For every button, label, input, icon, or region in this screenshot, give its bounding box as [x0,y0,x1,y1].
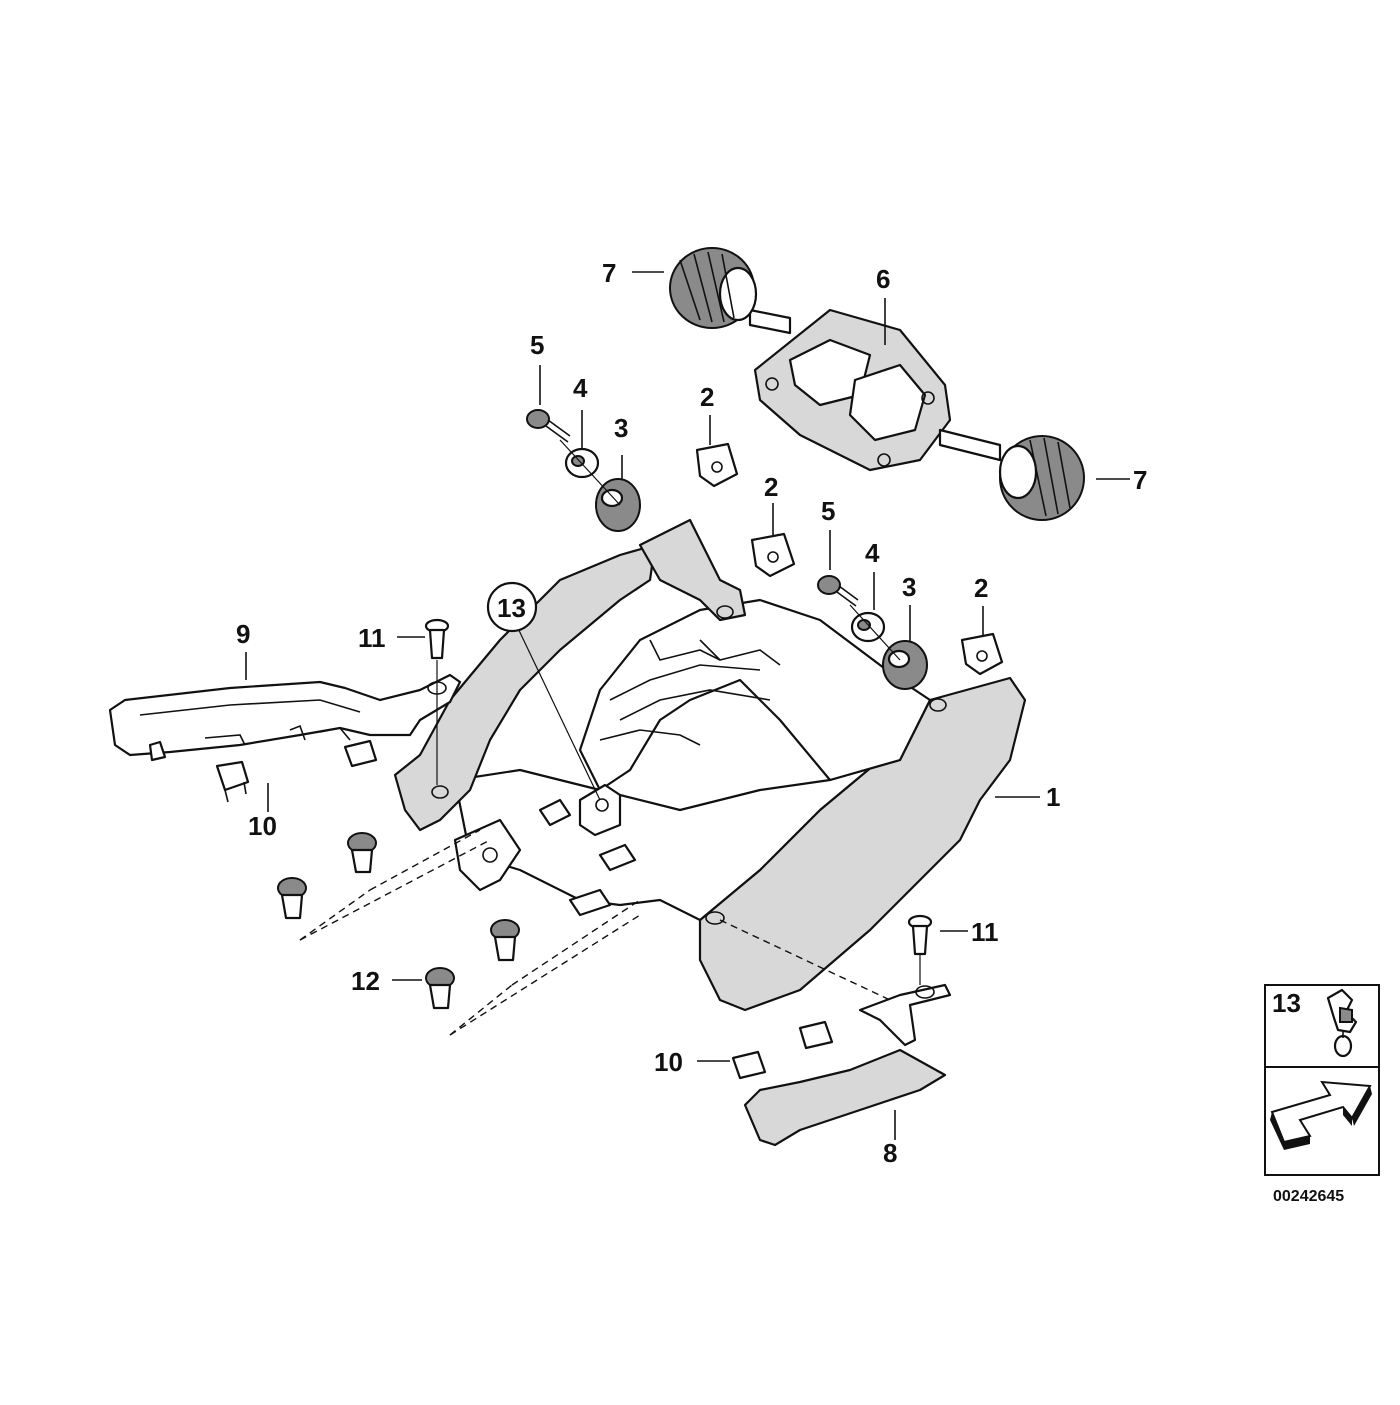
callout-4-right: 4 [865,538,880,568]
callout-2-top: 2 [700,382,714,412]
callout-10-right: 10 [654,1047,683,1077]
callout-2-middle: 2 [764,472,778,502]
part-2-clip-nut-a [695,442,739,488]
inset-arrow-icon [1270,1080,1372,1150]
callout-8: 8 [883,1138,897,1168]
callout-10-left: 10 [248,811,277,841]
part-2-clip-nut-b [750,532,796,578]
reference-number: 00242645 [1273,1188,1344,1205]
part-7-roller-upper [669,247,758,329]
callout-7-upper: 7 [602,258,616,288]
callout-3-left: 3 [614,413,628,443]
callout-11-right: 11 [971,917,999,947]
part-10-clip-d [798,1020,834,1050]
part-12-bolt-a [347,832,377,874]
part-6-bracket [748,308,1002,472]
callout-13: 13 [497,593,526,623]
part-7-roller-lower [998,435,1085,521]
part-11-rivet-a [424,618,450,660]
part-12-bolt-b [277,877,307,920]
part-8-trim-strip [743,983,952,1147]
part-12-bolt-d [425,967,455,1010]
callout-2-right: 2 [974,573,988,603]
callout-13-circled: 13 [486,581,538,633]
inset-clip-drawing [1326,988,1358,1058]
assembly-lines [299,439,921,1036]
part-5-screw-b [817,575,859,607]
part-10-clip-c [731,1050,767,1080]
part-12-bolt-c [490,919,520,962]
part-10-clip-a [215,760,250,803]
part-10-clip-b [343,739,378,768]
callout-11-left: 11 [358,623,386,653]
callout-12: 12 [351,966,380,996]
callout-3-right: 3 [902,572,916,602]
callout-9: 9 [236,619,250,649]
part-1-carrier [393,518,1027,1012]
part-9-trim-strip [108,673,462,762]
callout-4-left: 4 [573,373,588,403]
callout-5-right: 5 [821,496,835,526]
inset-box: 13 [1264,984,1380,1176]
inset-label-13: 13 [1272,988,1301,1018]
callout-leaders [245,271,1130,1140]
callout-1: 1 [1046,782,1060,812]
part-11-rivet-b [907,914,933,956]
callout-6: 6 [876,264,890,294]
part-5-screw-a [526,409,571,443]
callout-5-left: 5 [530,330,544,360]
part-2-clip-nut-c [960,632,1004,676]
callout-7-lower: 7 [1133,465,1147,495]
